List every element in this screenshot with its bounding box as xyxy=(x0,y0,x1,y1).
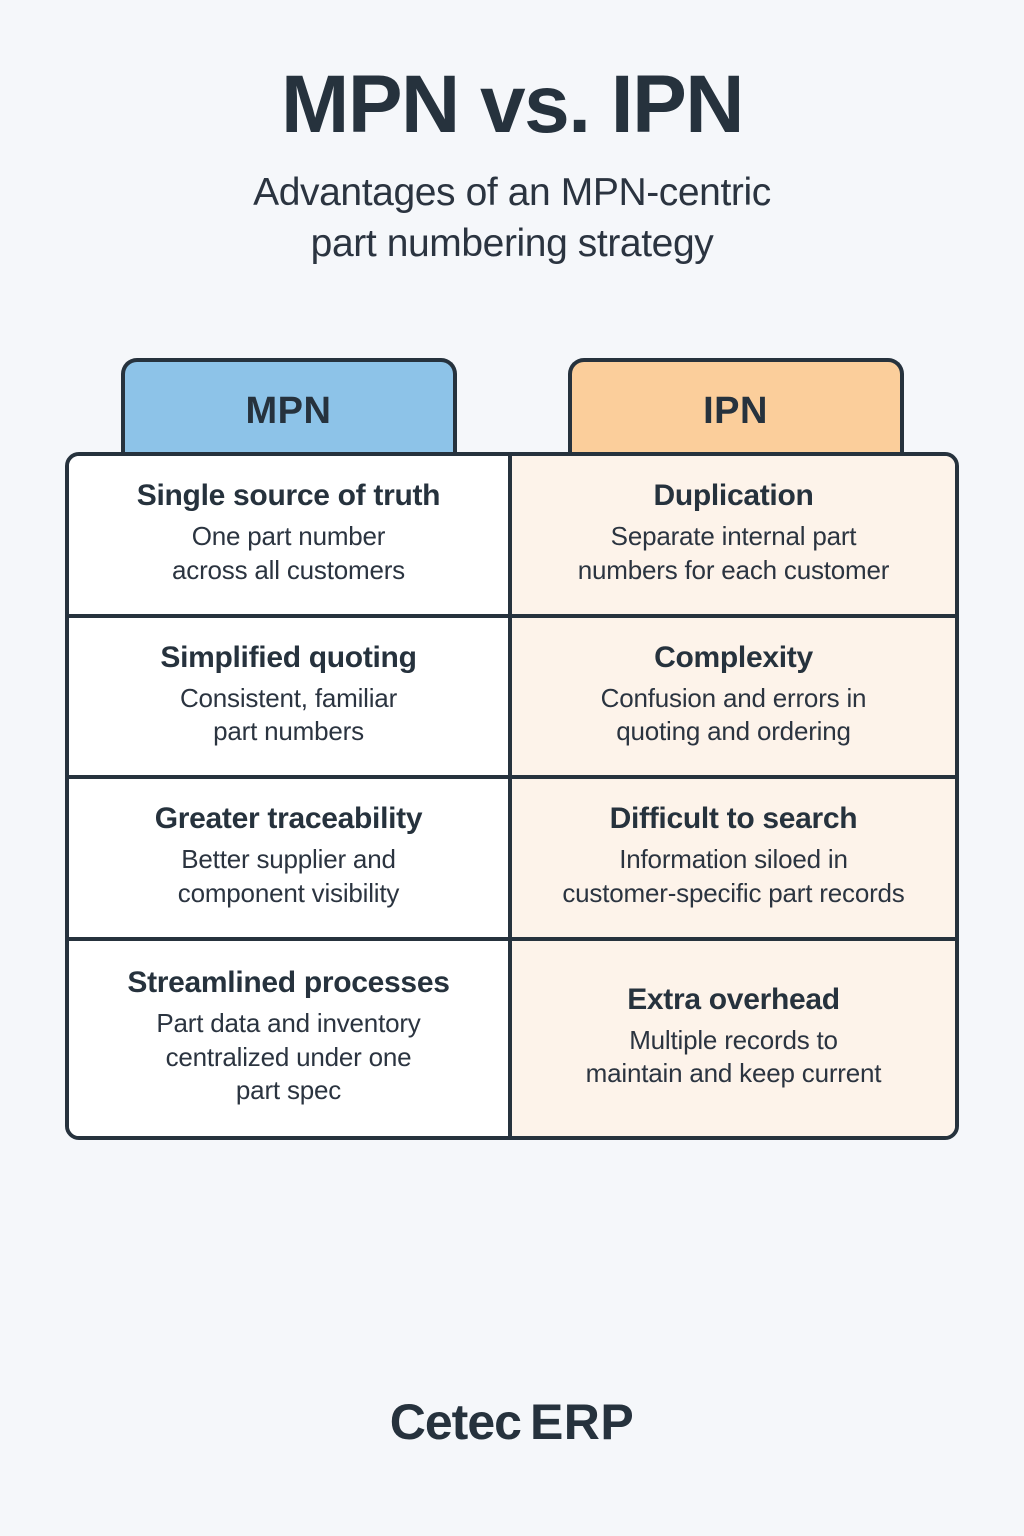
cell-title: Streamlined processes xyxy=(127,965,450,999)
cell-mpn-1: Single source of truth One part number a… xyxy=(69,456,512,614)
cell-description-line: maintain and keep current xyxy=(585,1058,882,1089)
page-subtitle: Advantages of an MPN-centric part number… xyxy=(0,167,1024,270)
cell-title: Simplified quoting xyxy=(160,640,417,674)
header: MPN vs. IPN Advantages of an MPN-centric… xyxy=(0,0,1024,270)
cell-title: Difficult to search xyxy=(609,802,858,836)
cell-description-line: across all customers xyxy=(172,554,405,585)
cell-description: Separate internal part numbers for each … xyxy=(538,520,929,588)
cell-description: Better supplier and component visibility xyxy=(95,843,482,911)
cell-description-line: Confusion and errors in xyxy=(600,682,867,713)
cell-description-line: quoting and ordering xyxy=(616,716,851,747)
cell-description-line: Part data and inventory xyxy=(156,1007,421,1038)
cell-description-line: numbers for each customer xyxy=(577,554,890,585)
cell-description-line: part spec xyxy=(235,1075,342,1106)
cell-title: Complexity xyxy=(654,640,813,674)
cell-description: Information siloed in customer-specific … xyxy=(538,843,929,911)
cell-mpn-2: Simplified quoting Consistent, familiar … xyxy=(69,617,512,776)
cell-description-line: component visibility xyxy=(177,877,400,908)
tab-slot-mpn: MPN xyxy=(65,358,512,468)
cell-ipn-3: Difficult to search Information siloed i… xyxy=(512,779,955,937)
table-row: Greater traceability Better supplier and… xyxy=(69,779,955,941)
tab-mpn[interactable]: MPN xyxy=(120,358,457,460)
page-subtitle-line-2: part numbering strategy xyxy=(310,222,714,266)
cell-title: Single source of truth xyxy=(136,479,441,512)
cell-description-line: One part number xyxy=(191,521,386,551)
cell-ipn-4: Extra overhead Multiple records to maint… xyxy=(512,940,955,1137)
column-header-tabs: MPN IPN xyxy=(65,358,959,468)
cell-description-line: Better supplier and xyxy=(181,844,396,875)
brand-suffix: ERP xyxy=(529,1394,635,1450)
cell-description-line: Separate internal part xyxy=(610,521,857,551)
page-subtitle-line-1: Advantages of an MPN-centric xyxy=(253,170,771,214)
brand-name: Cetec xyxy=(389,1394,522,1450)
cell-description-line: centralized under one xyxy=(165,1041,412,1072)
cell-description-line: Multiple records to xyxy=(629,1024,838,1055)
cell-mpn-4: Streamlined processes Part data and inve… xyxy=(69,940,512,1137)
table-row: Simplified quoting Consistent, familiar … xyxy=(69,617,955,780)
cell-description-line: Information siloed in xyxy=(619,844,848,875)
comparison-table: Single source of truth One part number a… xyxy=(65,452,959,1141)
cell-description: Multiple records to maintain and keep cu… xyxy=(538,1024,929,1092)
cell-title: Extra overhead xyxy=(627,982,840,1016)
tab-slot-ipn: IPN xyxy=(512,358,959,468)
tab-ipn[interactable]: IPN xyxy=(567,358,904,460)
cell-mpn-3: Greater traceability Better supplier and… xyxy=(69,779,512,937)
cell-description: Part data and inventory centralized unde… xyxy=(95,1007,482,1108)
table-row: Single source of truth One part number a… xyxy=(69,456,955,618)
cell-description-line: part numbers xyxy=(213,716,364,747)
cell-description: Confusion and errors in quoting and orde… xyxy=(538,682,929,750)
cell-ipn-2: Complexity Confusion and errors in quoti… xyxy=(512,617,955,776)
cell-description: One part number across all customers xyxy=(95,520,482,588)
cell-description-line: customer-specific part records xyxy=(562,877,905,908)
page-title: MPN vs. IPN xyxy=(281,59,744,150)
cell-title: Duplication xyxy=(653,479,814,512)
cell-ipn-1: Duplication Separate internal part numbe… xyxy=(512,456,955,614)
cell-description-line: Consistent, familiar xyxy=(179,682,398,713)
cell-title: Greater traceability xyxy=(154,802,423,836)
table-row: Streamlined processes Part data and inve… xyxy=(69,940,955,1137)
cell-description: Consistent, familiar part numbers xyxy=(95,682,482,750)
